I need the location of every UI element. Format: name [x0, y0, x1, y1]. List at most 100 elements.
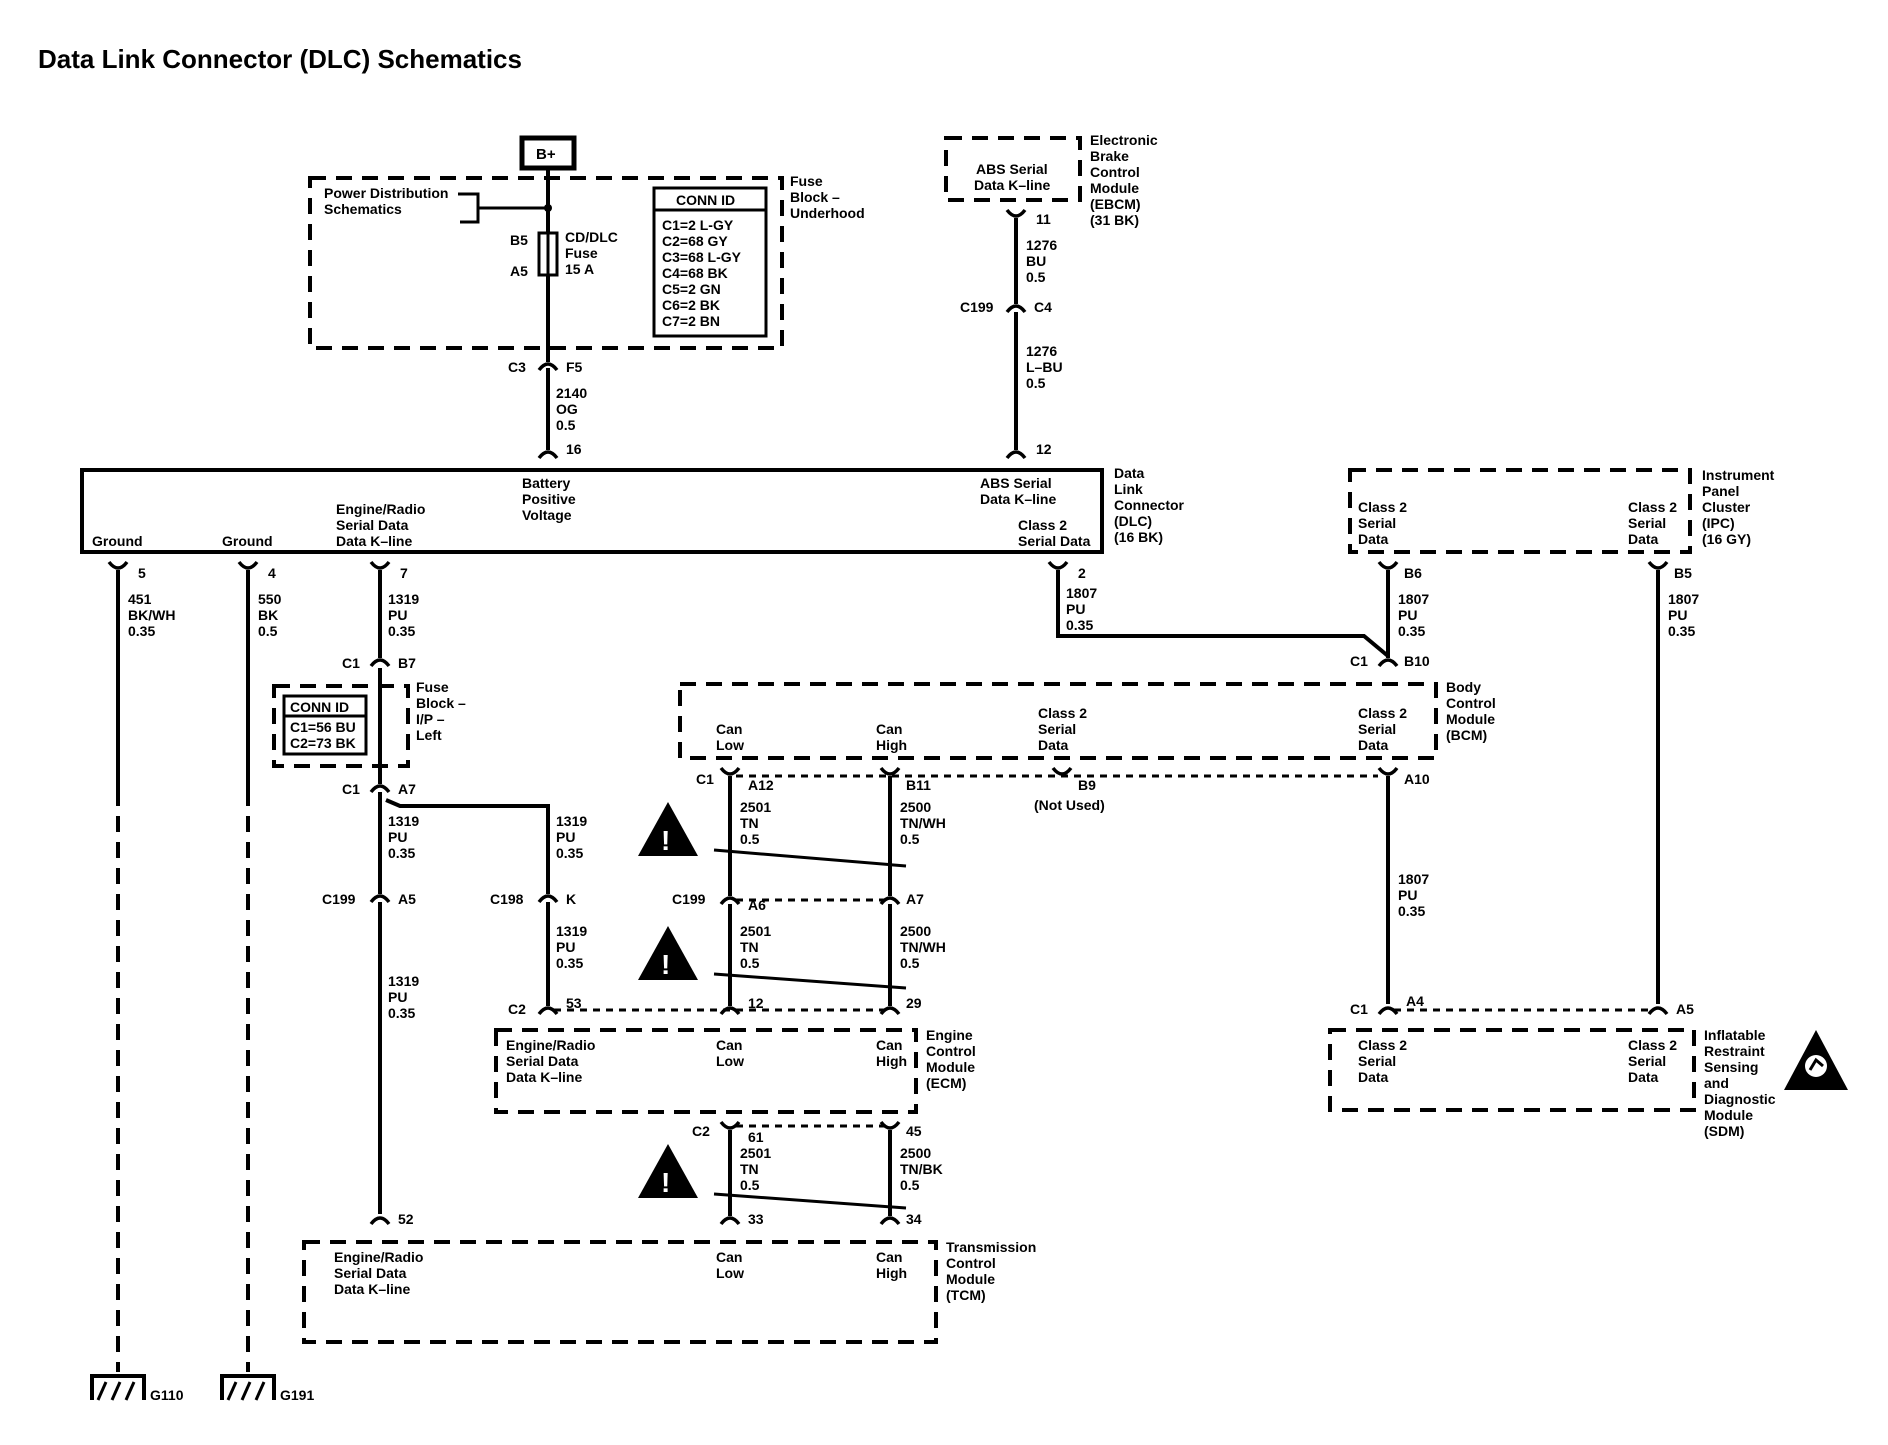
- ground-label-g110: G110: [150, 1387, 184, 1403]
- ground-label-g191: G191: [280, 1387, 314, 1403]
- svg-text:Brake: Brake: [1090, 148, 1129, 164]
- svg-text:0.5: 0.5: [740, 955, 760, 971]
- svg-text:B7: B7: [398, 655, 416, 671]
- svg-text:45: 45: [906, 1123, 922, 1139]
- svg-text:Block –: Block –: [790, 189, 840, 205]
- svg-text:2500: 2500: [900, 799, 931, 815]
- svg-text:BK/WH: BK/WH: [128, 607, 175, 623]
- svg-text:Data: Data: [1628, 1069, 1659, 1085]
- svg-text:!: !: [661, 1167, 670, 1198]
- svg-text:Data K–line: Data K–line: [980, 491, 1056, 507]
- svg-text:Diagnostic: Diagnostic: [1704, 1091, 1776, 1107]
- svg-text:C6=2 BK: C6=2 BK: [662, 297, 720, 313]
- svg-text:A5: A5: [510, 263, 528, 279]
- bcm-name: Body: [1446, 679, 1481, 695]
- warning-icon: !: [638, 926, 698, 980]
- sdm-name: Inflatable: [1704, 1027, 1766, 1043]
- svg-text:C2: C2: [508, 1001, 526, 1017]
- svg-text:Engine/Radio: Engine/Radio: [334, 1249, 423, 1265]
- svg-text:C4=68 BK: C4=68 BK: [662, 265, 728, 281]
- svg-text:Can: Can: [716, 1037, 742, 1053]
- svg-text:B9: B9: [1078, 777, 1096, 793]
- svg-text:!: !: [661, 949, 670, 980]
- svg-text:550: 550: [258, 591, 282, 607]
- svg-text:Serial Data: Serial Data: [506, 1053, 579, 1069]
- svg-text:(Not Used): (Not Used): [1034, 797, 1105, 813]
- svg-text:2501: 2501: [740, 923, 771, 939]
- svg-text:PU: PU: [1398, 887, 1417, 903]
- svg-text:TN/BK: TN/BK: [900, 1161, 943, 1177]
- svg-text:(BCM): (BCM): [1446, 727, 1487, 743]
- airbag-warning-icon: [1784, 1030, 1848, 1090]
- svg-text:0.5: 0.5: [258, 623, 278, 639]
- svg-text:1319: 1319: [556, 813, 587, 829]
- svg-text:15 A: 15 A: [565, 261, 594, 277]
- svg-text:TN: TN: [740, 1161, 759, 1177]
- svg-text:Can: Can: [716, 1249, 742, 1265]
- svg-text:C199: C199: [672, 891, 706, 907]
- svg-text:Schematics: Schematics: [324, 201, 402, 217]
- svg-text:Cluster: Cluster: [1702, 499, 1751, 515]
- svg-text:Data K–line: Data K–line: [974, 177, 1050, 193]
- svg-text:(16 BK): (16 BK): [1114, 529, 1163, 545]
- svg-text:Class 2: Class 2: [1628, 1037, 1677, 1053]
- svg-text:12: 12: [748, 995, 764, 1011]
- svg-text:CONN ID: CONN ID: [290, 699, 349, 715]
- svg-text:A4: A4: [1406, 993, 1424, 1009]
- svg-text:29: 29: [906, 995, 922, 1011]
- svg-text:Can: Can: [876, 1249, 902, 1265]
- svg-text:Data K–line: Data K–line: [334, 1281, 410, 1297]
- warning-icon: !: [638, 802, 698, 856]
- svg-text:A7: A7: [906, 891, 924, 907]
- fuse-name: CD/DLC: [565, 229, 618, 245]
- svg-text:C1: C1: [1350, 653, 1368, 669]
- svg-text:C7=2 BN: C7=2 BN: [662, 313, 720, 329]
- svg-text:0.5: 0.5: [556, 417, 576, 433]
- svg-text:Left: Left: [416, 727, 442, 743]
- svg-text:5: 5: [138, 565, 146, 581]
- warning-icon: !: [638, 1144, 698, 1198]
- svg-text:(IPC): (IPC): [1702, 515, 1735, 531]
- svg-text:PU: PU: [1066, 601, 1085, 617]
- svg-text:High: High: [876, 1265, 907, 1281]
- ip-fuse-block-name: Fuse: [416, 679, 449, 695]
- svg-text:Serial Data: Serial Data: [1018, 533, 1091, 549]
- svg-text:TN/WH: TN/WH: [900, 939, 946, 955]
- svg-text:I/P –: I/P –: [416, 711, 445, 727]
- svg-text:0.35: 0.35: [556, 845, 583, 861]
- svg-text:PU: PU: [388, 607, 407, 623]
- svg-text:Ground: Ground: [92, 533, 143, 549]
- svg-text:C3: C3: [508, 359, 526, 375]
- svg-text:CONN ID: CONN ID: [676, 192, 735, 208]
- svg-text:PU: PU: [556, 829, 575, 845]
- svg-text:Panel: Panel: [1702, 483, 1739, 499]
- svg-text:(31 BK): (31 BK): [1090, 212, 1139, 228]
- svg-text:ABS Serial: ABS Serial: [976, 161, 1048, 177]
- svg-text:A5: A5: [1676, 1001, 1694, 1017]
- svg-text:33: 33: [748, 1211, 764, 1227]
- svg-text:BU: BU: [1026, 253, 1046, 269]
- svg-text:0.35: 0.35: [388, 623, 415, 639]
- svg-text:2500: 2500: [900, 923, 931, 939]
- svg-text:C199: C199: [322, 891, 356, 907]
- svg-text:PU: PU: [1398, 607, 1417, 623]
- svg-text:Data: Data: [1038, 737, 1069, 753]
- svg-text:0.35: 0.35: [388, 845, 415, 861]
- power-distribution-label: Power Distribution: [324, 185, 448, 201]
- svg-text:C198: C198: [490, 891, 524, 907]
- svg-text:C2=73 BK: C2=73 BK: [290, 735, 356, 751]
- svg-text:Module: Module: [946, 1271, 995, 1287]
- svg-text:0.5: 0.5: [740, 1177, 760, 1193]
- svg-text:TN: TN: [740, 939, 759, 955]
- svg-text:ABS Serial: ABS Serial: [980, 475, 1052, 491]
- dlc-box: [80, 468, 1104, 554]
- dlc-battery-label: Battery: [522, 475, 570, 491]
- svg-text:C3=68 L-GY: C3=68 L-GY: [662, 249, 742, 265]
- svg-text:2501: 2501: [740, 1145, 771, 1161]
- svg-text:2501: 2501: [740, 799, 771, 815]
- svg-text:Low: Low: [716, 737, 744, 753]
- svg-text:Fuse: Fuse: [565, 245, 598, 261]
- svg-text:A7: A7: [398, 781, 416, 797]
- svg-text:Data: Data: [1358, 531, 1389, 547]
